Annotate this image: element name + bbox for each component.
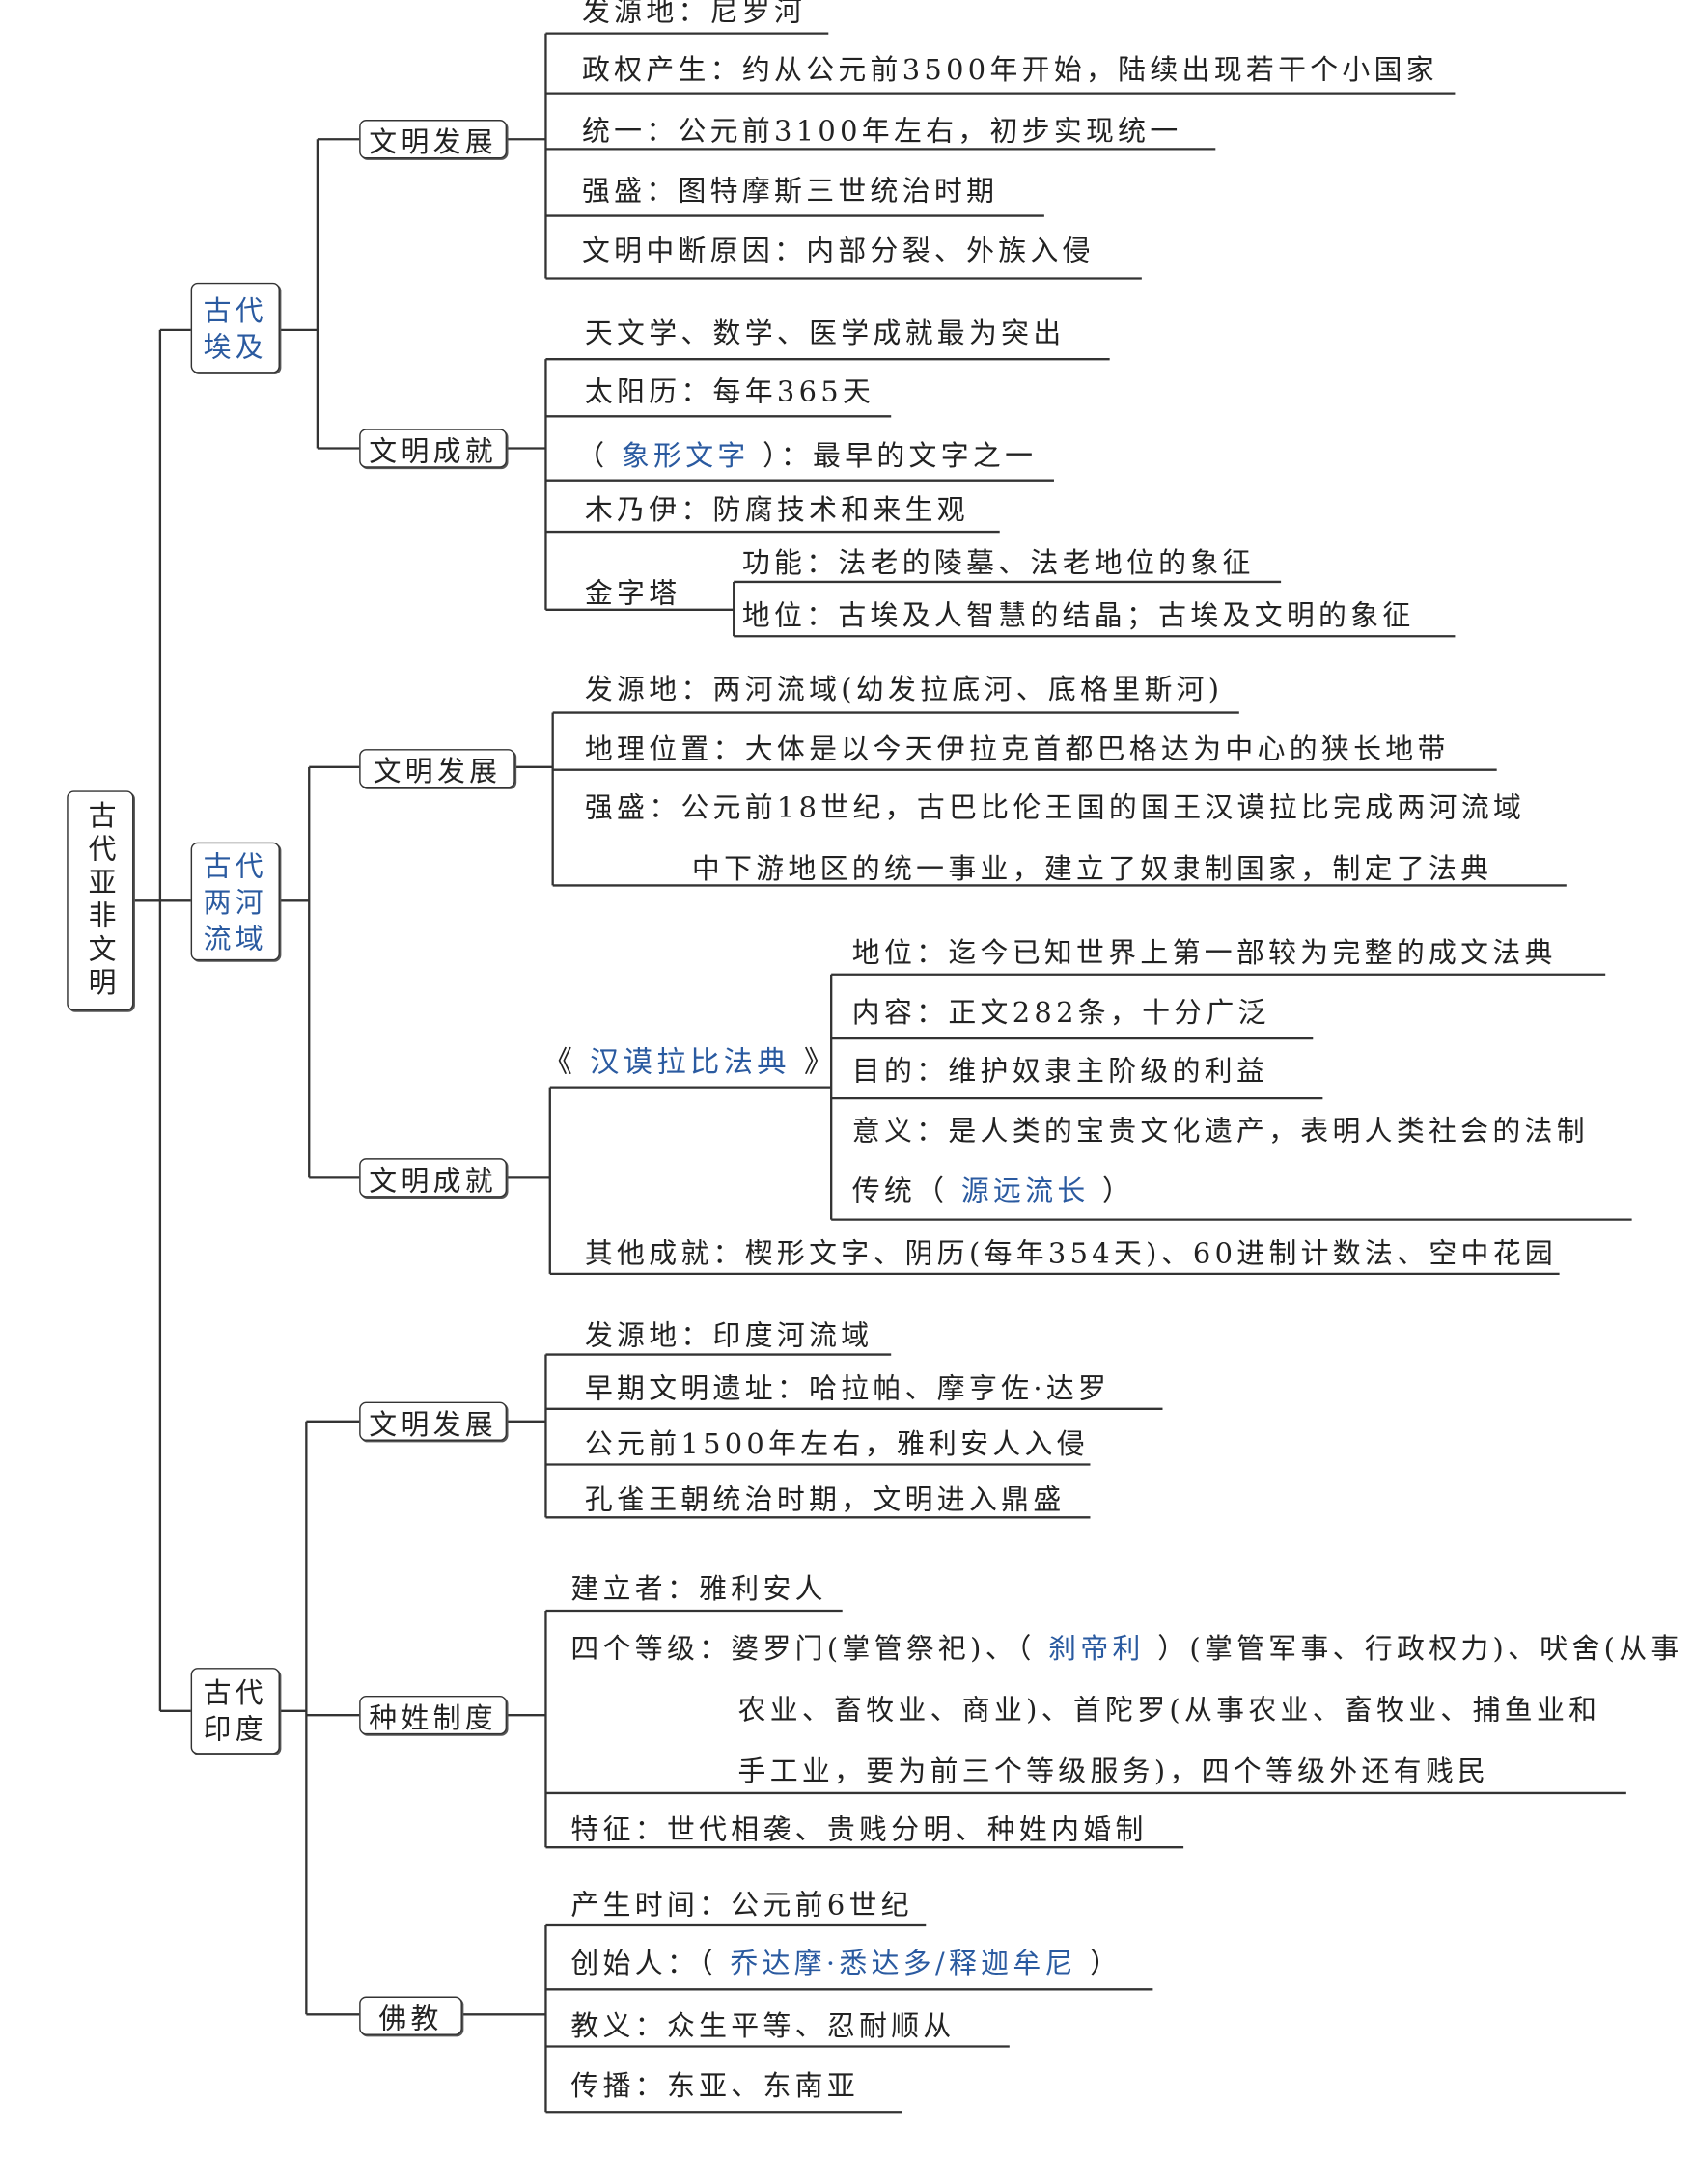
root-node: 古代亚非文明 [67,790,134,1011]
leaf: 农业、畜牧业、商业)、首陀罗(从事农业、畜牧业、捕鱼业和 [737,1693,1601,1727]
answer-text: 乔达摩·悉达多/释迦牟尼 [730,1946,1077,1980]
leaf: 产生时间：公元前6世纪 [570,1888,913,1921]
text: 四个等级：婆罗门(掌管祭祀)、（ [570,1631,1049,1666]
leaf-pyramid: 金字塔 [584,576,681,610]
leaf: 强盛：图特摩斯三世统治时期 [581,174,999,207]
leaf-code-of-hammurabi: 《 汉谟拉比法典 》 [543,1045,838,1079]
text: 传统（ [851,1174,961,1207]
leaf: 公元前1500年左右，雅利安人入侵 [584,1426,1089,1461]
leaf-hieroglyph: （ 象形文字 ）：最早的文字之一 [576,438,1037,472]
text: 创始人：（ [570,1946,731,1980]
leaf-four-levels: 四个等级：婆罗门(掌管祭祀)、（ 刹帝利 ）(掌管军事、行政权力)、吠舍(从事 [570,1632,1682,1666]
node-label: 古代 [203,848,267,882]
leaf: 特征：世代相袭、贵贱分明、种姓内婚制 [570,1812,1148,1846]
leaf: 其他成就：楔形文字、阴历(每年354天)、60进制计数法、空中花园 [584,1235,1558,1270]
node-buddhism: 佛教 [359,1996,462,2035]
leaf: 强盛：公元前18世纪，古巴比伦王国的国王汉谟拉比完成两河流域 [584,790,1526,824]
leaf: 建立者：雅利安人 [570,1571,827,1606]
leaf: 功能：法老的陵墓、法老地位的象征 [741,545,1255,580]
node-label: 埃及 [203,329,267,363]
leaf: 统一：公元前3100年左右，初步实现统一 [581,114,1182,148]
node-meso-achievements: 文明成就 [359,1158,508,1198]
leaf: 孔雀王朝统治时期，文明进入鼎盛 [584,1482,1066,1516]
node-egypt-development: 文明发展 [359,120,508,159]
leaf: 传播：东亚、东南亚 [570,2068,860,2103]
node-egypt-achievements: 文明成就 [359,429,508,468]
leaf: 早期文明遗址：哈拉帕、摩亨佐·达罗 [584,1370,1111,1405]
text: ）：最早的文字之一 [749,438,1038,473]
leaf-tradition: 传统（ 源远流长 ） [852,1174,1134,1207]
node-label: 古代 [203,292,267,327]
node-india: 古代印度 [190,1668,280,1755]
node-india-development: 文明发展 [359,1401,508,1441]
node-label: 古代 [203,1675,267,1710]
leaf: 天文学、数学、医学成就最为突出 [584,316,1066,350]
node-meso-development: 文明发展 [359,749,515,788]
leaf: 意义：是人类的宝贵文化遗产，表明人类社会的法制 [851,1114,1589,1147]
leaf: 政权产生：约从公元前3500年开始，陆续出现若干个小国家 [581,52,1438,87]
leaf: 地理位置：大体是以今天伊拉克首都巴格达为中心的狭长地带 [584,732,1450,766]
leaf: 目的：维护奴隶主阶级的利益 [851,1053,1269,1088]
node-label: 两河 [203,884,267,919]
text: ） [1089,1174,1135,1207]
leaf-founder: 创始人：（ 乔达摩·悉达多/释迦牟尼 ） [570,1947,1122,1980]
leaf: 木乃伊：防腐技术和来生观 [584,492,969,527]
text: ） [1076,1946,1123,1980]
leaf: 内容：正文282条，十分广泛 [851,995,1270,1030]
leaf: 地位：迄今已知世界上第一部较为完整的成文法典 [851,935,1557,969]
leaf: 手工业，要为前三个等级服务)，四个等级外还有贱民 [737,1754,1490,1788]
leaf: 文明中断原因：内部分裂、外族入侵 [581,234,1095,267]
answer-text: 汉谟拉比法典 [590,1045,791,1079]
node-label: 印度 [203,1712,267,1746]
text: （ [576,438,622,473]
leaf: 地位：古埃及人智慧的结晶；古埃及文明的象征 [741,598,1415,632]
root-label: 古代亚非文明 [83,800,118,1002]
text: ）(掌管军事、行政权力)、吠舍(从事 [1144,1631,1683,1666]
node-label: 流域 [203,921,267,954]
answer-text: 象形文字 [621,438,750,473]
leaf: 中下游地区的统一事业，建立了奴隶制国家，制定了法典 [691,851,1493,886]
leaf: 教义：众生平等、忍耐顺从 [570,2008,956,2043]
answer-text: 源远流长 [960,1174,1090,1207]
node-mesopotamia: 古代两河流域 [190,842,280,961]
leaf: 发源地：印度河流域 [584,1318,874,1352]
node-caste-system: 种姓制度 [359,1695,508,1735]
leaf: 发源地：两河流域(幼发拉底河、底格里斯河) [584,672,1224,706]
text: 》 [790,1045,838,1079]
text: 《 [542,1045,591,1079]
leaf: 发源地：尼罗河 [581,0,807,28]
node-egypt: 古代埃及 [190,282,280,373]
answer-text: 刹帝利 [1048,1631,1145,1666]
leaf: 太阳历：每年365天 [584,374,875,408]
